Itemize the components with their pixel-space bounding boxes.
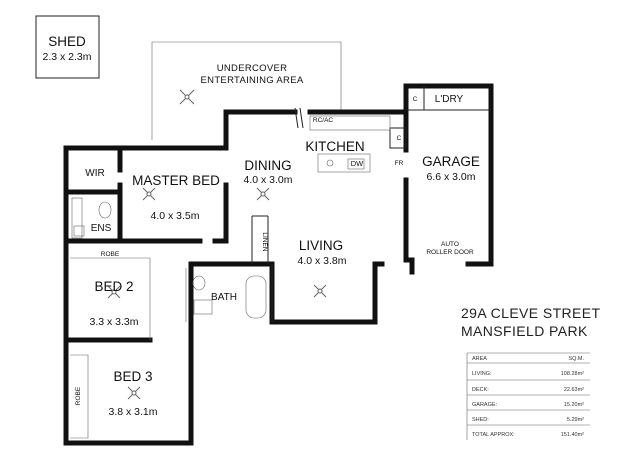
ens-label: ENS (91, 223, 112, 234)
auto-door-line1: AUTO (441, 241, 459, 248)
shed-dims: 2.3 x 2.3m (42, 51, 91, 63)
cupboard-label-1: C (397, 135, 402, 142)
shed-name: SHED (48, 34, 86, 49)
garage-dims: 6.6 x 3.0m (426, 171, 475, 183)
entertaining-line2: ENTERTAINING AREA (201, 75, 304, 86)
area-total-value: 151.40m² (561, 432, 584, 438)
area-total-label: TOTAL APPROX: (472, 432, 515, 438)
sqm-header: SQ.M. (568, 356, 584, 362)
wir-label: WIR (85, 168, 104, 179)
address-line2: MANSFIELD PARK (461, 323, 588, 339)
shed-outline (35, 15, 100, 79)
area-row-value: 15.20m² (564, 402, 584, 408)
garage-name: GARAGE (422, 154, 480, 169)
address-line1: 29A CLEVE STREET (461, 305, 601, 321)
ensuite-fixtures (71, 197, 112, 239)
sliding-door (294, 107, 304, 129)
robe-label-bed3: ROBE (75, 386, 82, 405)
bed3-dims: 3.8 x 3.1m (108, 406, 157, 418)
rcac-label: RC/AC (313, 117, 334, 124)
outer-walls (63, 83, 494, 446)
living-name: LIVING (299, 238, 343, 253)
laundry-label: L'DRY (435, 94, 464, 105)
cupboard-label-2: C (413, 96, 418, 103)
dining-name: DINING (244, 158, 291, 173)
bed2-dims: 3.3 x 3.3m (89, 316, 138, 328)
auto-door-line2: ROLLER DOOR (426, 249, 474, 256)
kitchen-name: KITCHEN (305, 139, 364, 154)
area-row-label: LIVING: (472, 371, 492, 377)
kitchen-bench (309, 115, 391, 173)
area-header: AREA (472, 356, 487, 362)
area-row-label: SHED: (472, 417, 489, 423)
bed2-name: BED 2 (94, 279, 133, 294)
area-row-value: 108.28m² (561, 371, 584, 377)
area-row-label: DECK: (472, 387, 489, 393)
bath-fixtures (192, 275, 267, 319)
bath-label: BATH (211, 292, 237, 303)
area-row-value: 5.29m² (567, 417, 584, 423)
fr-label: FR (395, 160, 404, 167)
area-row-label: GARAGE: (472, 402, 498, 408)
entertaining-outline (151, 41, 342, 140)
entertaining-line1: UNDERCOVER (217, 63, 288, 74)
dining-dims: 4.0 x 3.0m (243, 174, 292, 186)
bed3-name: BED 3 (113, 369, 152, 384)
linen-label: LINEN (261, 232, 268, 251)
master-bed-dims: 4.0 x 3.5m (150, 210, 199, 222)
interior-walls (63, 86, 491, 439)
living-dims: 4.0 x 3.8m (297, 255, 346, 267)
ceiling-fan-icon (107, 89, 327, 400)
dw-label: DW (351, 159, 364, 168)
area-row-value: 22.63m² (564, 387, 584, 393)
area-table: AREA SQ.M. LIVING: 108.28m² DECK: 22.63m… (466, 352, 590, 440)
master-bed-name: MASTER BED (132, 173, 220, 188)
robe-label-bed2: ROBE (101, 251, 120, 258)
